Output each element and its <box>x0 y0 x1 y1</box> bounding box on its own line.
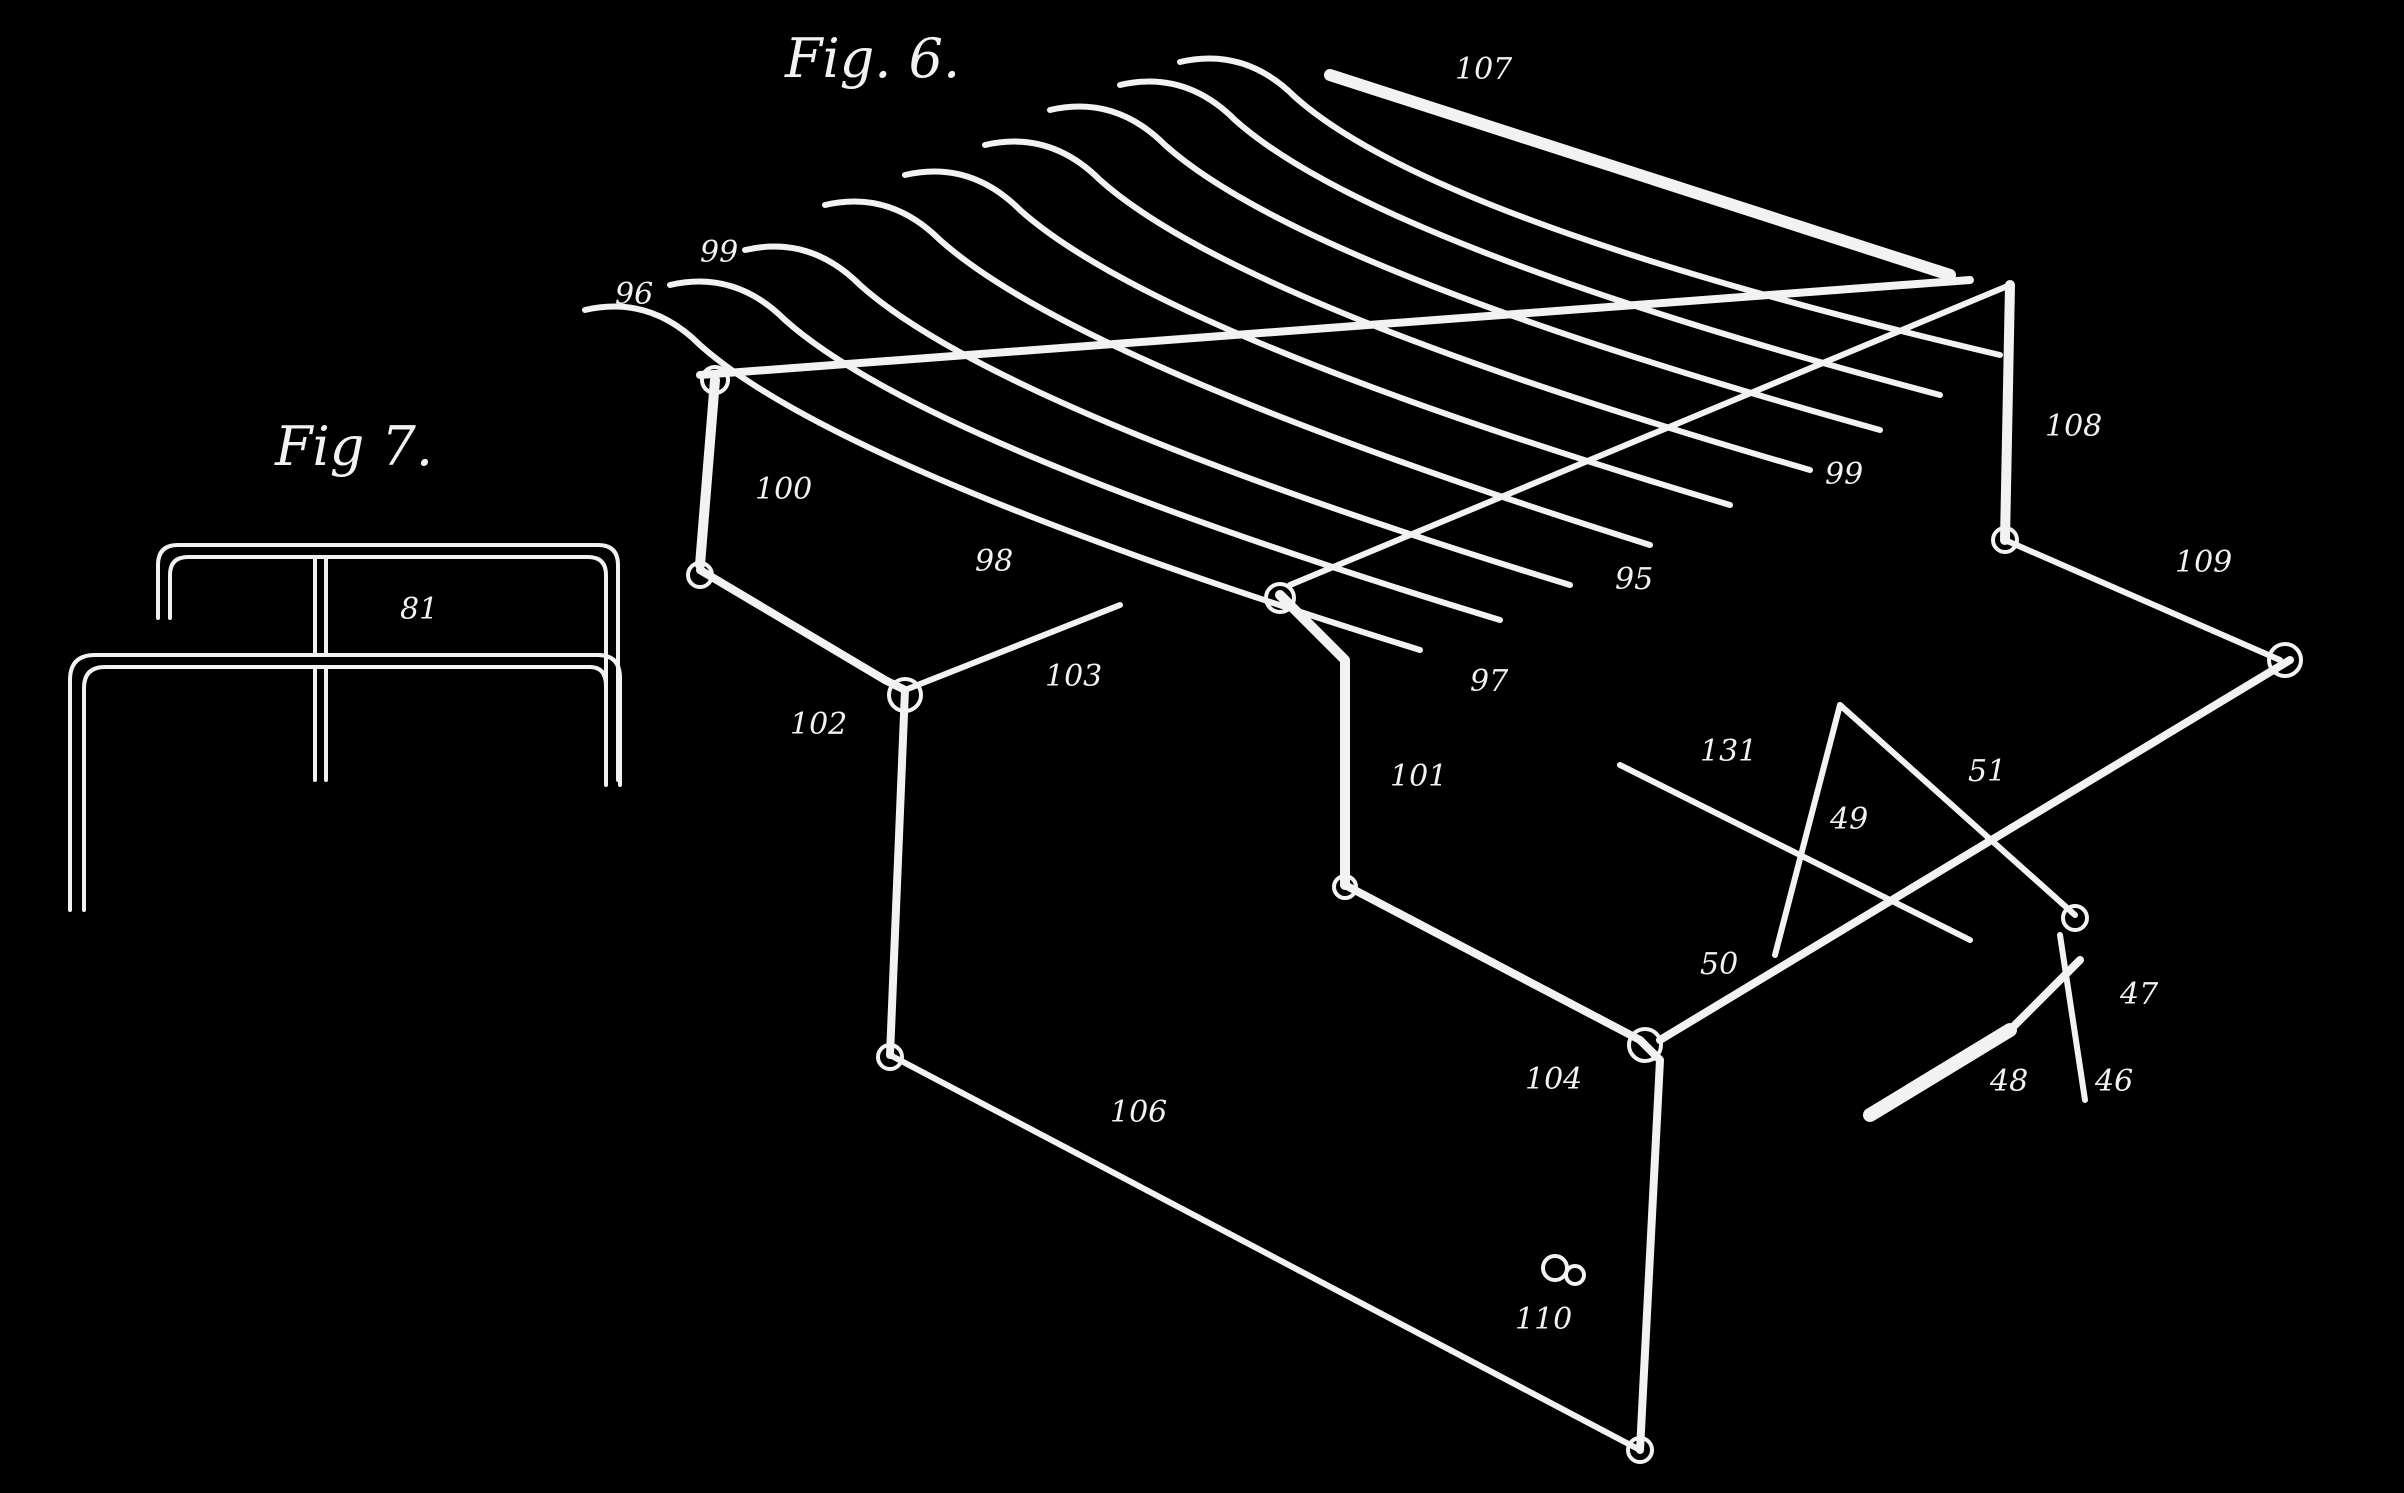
ref-numeral-47: 47 <box>2120 977 2159 1012</box>
ref-numeral-109: 109 <box>2175 545 2233 580</box>
ref-numeral-102: 102 <box>790 707 848 742</box>
ref-numeral-101: 101 <box>1390 759 1448 794</box>
ref-numeral-107: 107 <box>1455 52 1513 87</box>
ref-numeral-103: 103 <box>1045 659 1103 694</box>
ref-numeral-48: 48 <box>1990 1064 2029 1099</box>
ref-numeral-46: 46 <box>2095 1064 2134 1099</box>
ref-numeral-108: 108 <box>2045 409 2103 444</box>
ref-numeral-104: 104 <box>1525 1062 1583 1097</box>
fig7-title: Fig 7. <box>275 415 433 478</box>
ref-numeral-98: 98 <box>975 544 1014 579</box>
ref-numeral-99: 99 <box>700 235 739 270</box>
ref-numeral-51: 51 <box>1968 754 2007 789</box>
ref-numeral-99-right: 99 <box>1825 457 1864 492</box>
ref-numeral-131: 131 <box>1700 734 1758 769</box>
fig6-linkage-frame <box>695 280 2294 1454</box>
ref-numeral-97: 97 <box>1470 664 1509 699</box>
ref-numeral-100: 100 <box>755 472 813 507</box>
fig6-comb-teeth <box>582 55 2003 653</box>
fig6-title: Fig. 6. <box>785 27 961 90</box>
fig7-part-label: 81 <box>400 592 439 627</box>
ref-numeral-95: 95 <box>1615 562 1654 597</box>
ref-numeral-49: 49 <box>1830 802 1869 837</box>
fig6-comb-shaft <box>696 276 2013 588</box>
ref-numeral-50: 50 <box>1700 947 1739 982</box>
fig6-pivot-pins <box>686 365 2303 1464</box>
fig7-wire-frame <box>68 543 622 912</box>
ref-numeral-110: 110 <box>1515 1302 1573 1337</box>
ref-numeral-96: 96 <box>615 277 654 312</box>
ref-numeral-106: 106 <box>1110 1095 1168 1130</box>
